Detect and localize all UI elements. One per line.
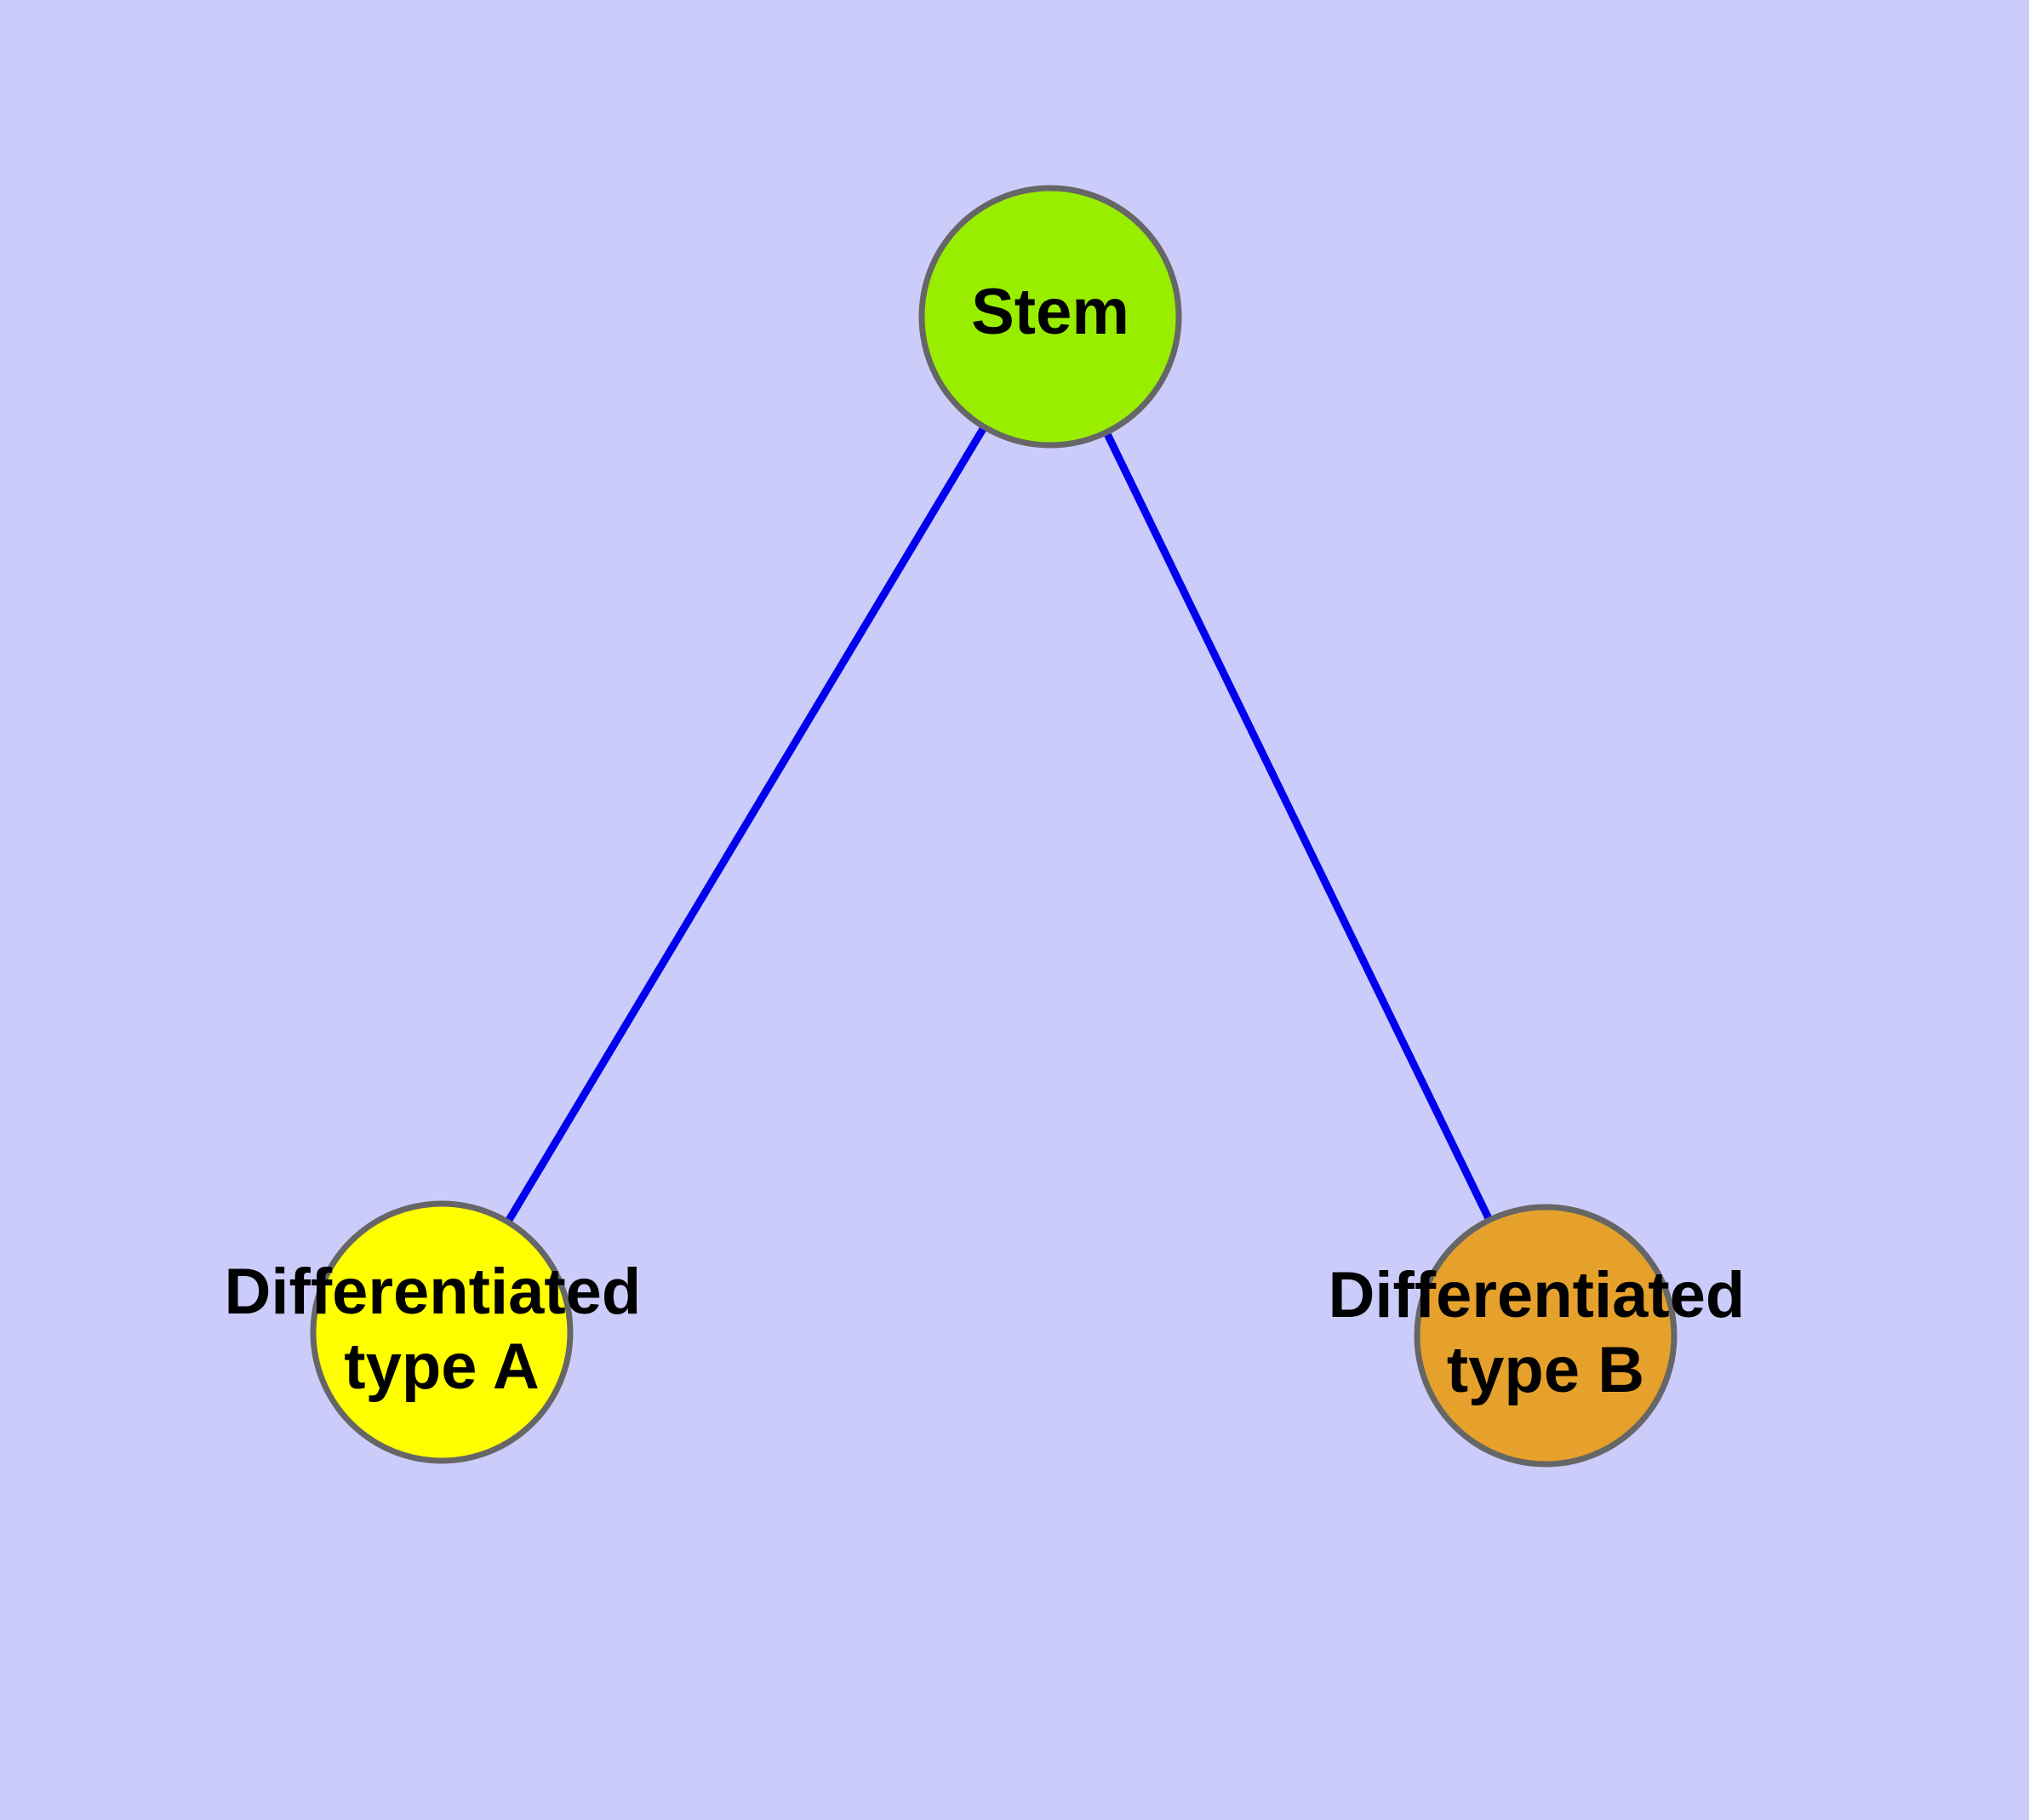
label-layer: Stem Differentiated type A Differentiate… bbox=[225, 276, 1763, 1406]
edge-stem-to-differentiated-b bbox=[1046, 315, 1550, 1337]
node-label-differentiated-b-line-1: Differentiated bbox=[1329, 1259, 1746, 1331]
node-circle-stem[interactable] bbox=[918, 185, 1182, 449]
edge-stem-to-differentiated-a bbox=[438, 314, 1054, 1335]
node-layer bbox=[310, 185, 1677, 1468]
node-label-stem: Stem bbox=[971, 276, 1129, 348]
node-label-differentiated-b: Differentiated type B bbox=[1329, 1259, 1763, 1406]
edge-layer bbox=[438, 314, 1550, 1337]
node-differentiated-b[interactable] bbox=[1414, 1204, 1677, 1468]
node-label-differentiated-b-line-2: type B bbox=[1447, 1334, 1644, 1406]
node-label-differentiated-a-line-1: Differentiated bbox=[225, 1256, 642, 1328]
node-differentiated-a[interactable] bbox=[310, 1200, 574, 1464]
node-circle-differentiated-a[interactable] bbox=[310, 1200, 574, 1464]
node-label-differentiated-a-line-2: type A bbox=[344, 1331, 539, 1403]
node-stem[interactable] bbox=[918, 185, 1182, 449]
node-circle-differentiated-b[interactable] bbox=[1414, 1204, 1677, 1468]
node-label-differentiated-a: Differentiated type A bbox=[225, 1256, 660, 1403]
